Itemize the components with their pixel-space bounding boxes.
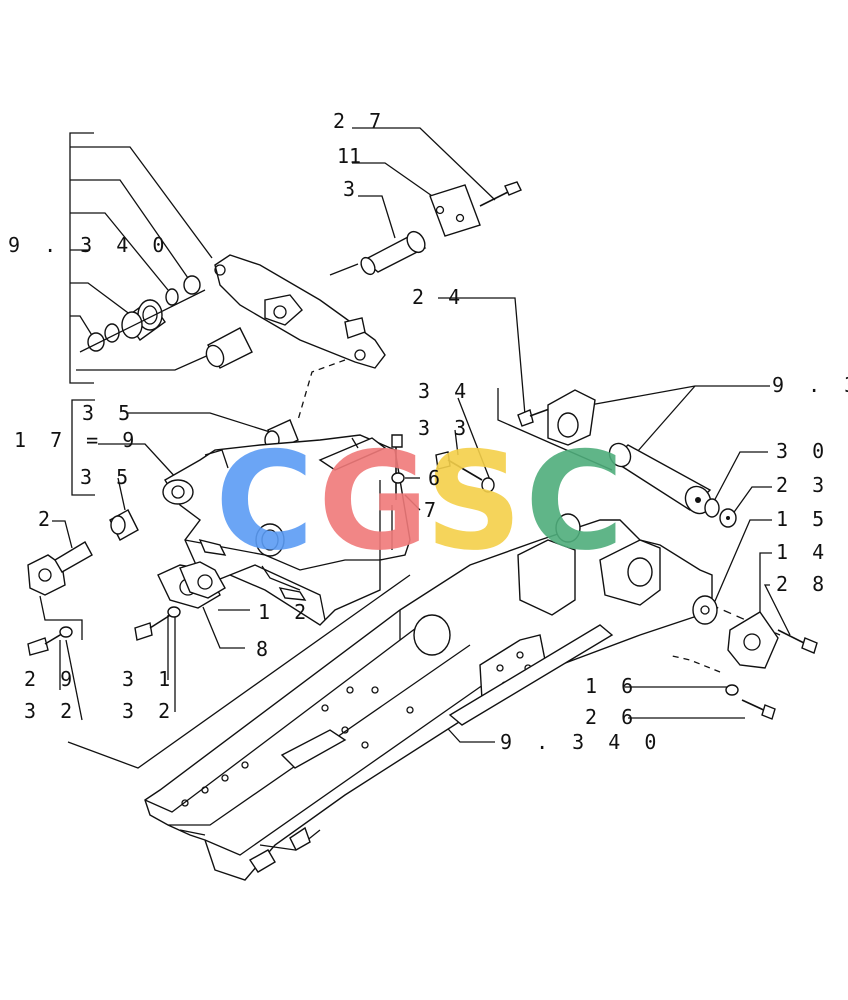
callout-17-equals-9: 1 7 = 9 — [14, 428, 140, 452]
callout-9-340-bottom: 9 . 3 4 0 — [500, 730, 662, 754]
callout-15: 1 5 — [776, 507, 830, 531]
callout-28: 2 8 — [776, 572, 830, 596]
watermark-letter-c1: C — [215, 423, 314, 580]
callout-31: 3 1 — [122, 667, 176, 691]
callout-9-340-top: 9 . 3 4 0 — [8, 233, 170, 257]
callout-16: 1 6 — [585, 674, 639, 698]
callout-3: 3 — [343, 177, 361, 201]
callout-9-3: 9 . 3 — [772, 373, 848, 397]
cgsc-watermark: C G S C — [215, 423, 624, 580]
callout-32-left: 3 2 — [24, 699, 78, 723]
right-cylinder-assembly — [435, 389, 737, 528]
callout-11: 11 — [337, 144, 361, 168]
callout-14: 1 4 — [776, 540, 830, 564]
mount-bracket-assembly — [27, 419, 411, 656]
callout-2: 2 — [38, 507, 56, 531]
callout-30: 3 0 — [776, 439, 830, 463]
callout-24: 2 4 — [412, 285, 466, 309]
callout-labels: 2 7 11 3 9 . 3 4 0 2 4 9 . 3 3 4 3 3 3 5… — [8, 109, 848, 754]
callout-7: 7 — [424, 498, 442, 522]
upper-arm-assembly — [79, 181, 522, 369]
callout-29: 2 9 — [24, 667, 78, 691]
watermark-letter-s: S — [425, 423, 522, 580]
callout-34: 3 4 — [418, 379, 472, 403]
callout-23: 2 3 — [776, 473, 830, 497]
callout-6: 6 — [428, 466, 446, 490]
main-frame — [144, 513, 818, 881]
callout-35-upper: 3 5 — [82, 401, 136, 425]
callout-33: 3 3 — [418, 416, 472, 440]
callout-8: 8 — [256, 637, 274, 661]
callout-32-right: 3 2 — [122, 699, 176, 723]
leader-lines — [39, 127, 791, 769]
callout-26: 2 6 — [585, 705, 639, 729]
watermark-letter-g: G — [318, 423, 429, 580]
callout-12: 1 2 — [258, 600, 312, 624]
callout-35-lower: 3 5 — [80, 465, 134, 489]
callout-27: 2 7 — [333, 109, 387, 133]
watermark-letter-c2: C — [525, 423, 624, 580]
